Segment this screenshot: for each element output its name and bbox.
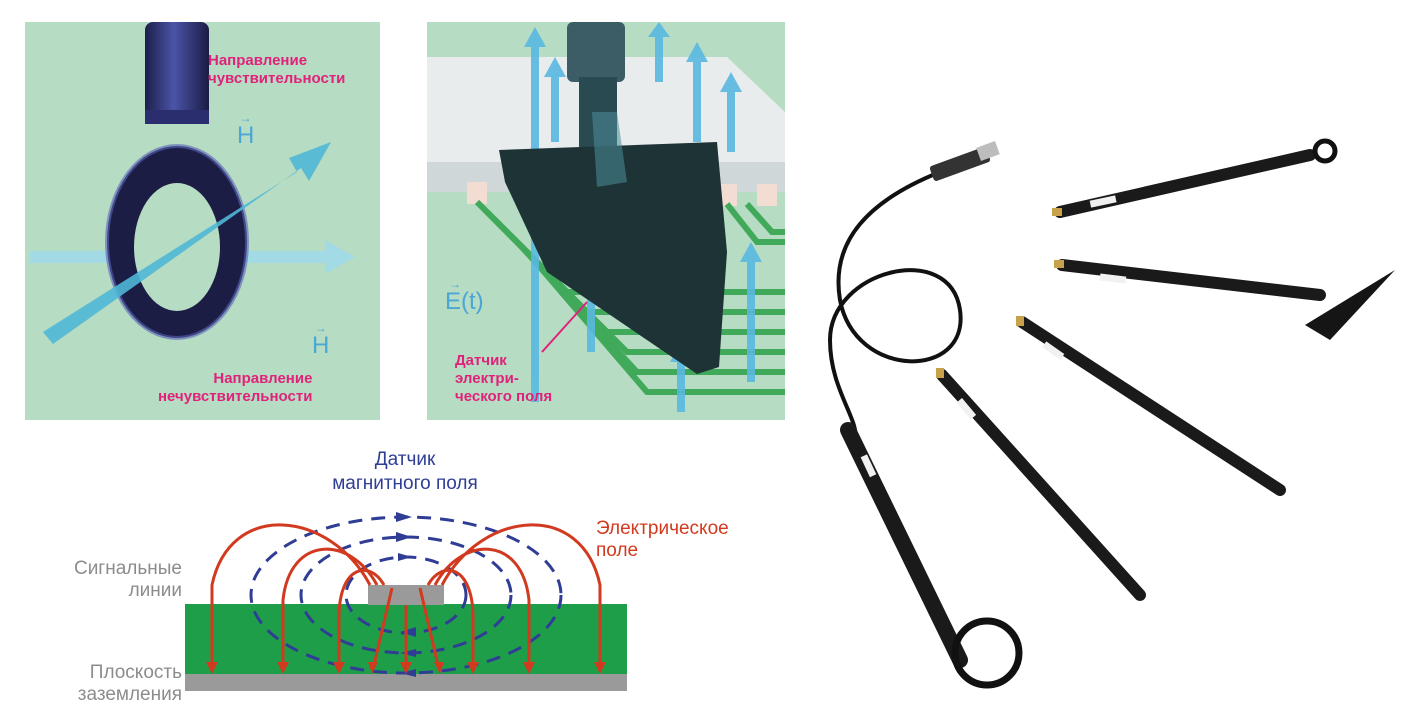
- stick-probe-1: [936, 369, 1146, 601]
- electric-field-lines: [210, 523, 602, 666]
- blade-probe-illustration: [427, 22, 785, 412]
- loop-probe-panel: Направление чувствительности → H → H Нап…: [25, 22, 380, 420]
- field-lines-diagram: [185, 512, 627, 691]
- sensitive-arrow: [43, 142, 331, 344]
- probe-handle: [145, 22, 209, 120]
- loop-probe-ring: [951, 617, 1023, 689]
- probe-blade: [499, 142, 727, 374]
- blade-probe-panel: → E(t) Датчик электри- ческого поля: [427, 22, 785, 420]
- probe-cable: [827, 170, 963, 441]
- sensitive-direction-label: Направление чувствительности: [208, 52, 346, 87]
- insensitive-direction-label: Направление нечувствительности: [158, 370, 313, 405]
- ground-plane: [185, 674, 627, 691]
- signal-lines-label: Сигнальные линии: [73, 558, 182, 601]
- vector-h-bottom: → H: [312, 321, 330, 359]
- probe-shaft: [567, 22, 625, 82]
- loop-probe-illustration: [30, 22, 355, 344]
- pointer-line: [541, 301, 588, 353]
- ground-plane-label: Плоскость заземления: [77, 662, 182, 705]
- stick-probe-2: [1016, 316, 1286, 496]
- magnetic-sensor-label: Датчик магнитного поля: [332, 449, 478, 494]
- electric-sensor-label: Датчик электри- ческого поля: [455, 352, 553, 405]
- vector-h-top: → H: [237, 111, 255, 149]
- electric-field-vector: → E(t): [445, 277, 484, 315]
- cross-section-panel: Датчик магнитного поля Электрическое пол…: [0, 440, 800, 723]
- probe-set-photo: [800, 130, 1400, 710]
- bnc-connector: [929, 147, 991, 181]
- probe-set-illustration: [827, 138, 1395, 689]
- signal-trace: [368, 585, 444, 605]
- electric-field-label: Электрическое поле: [596, 518, 729, 561]
- blade-probe: [1056, 259, 1326, 301]
